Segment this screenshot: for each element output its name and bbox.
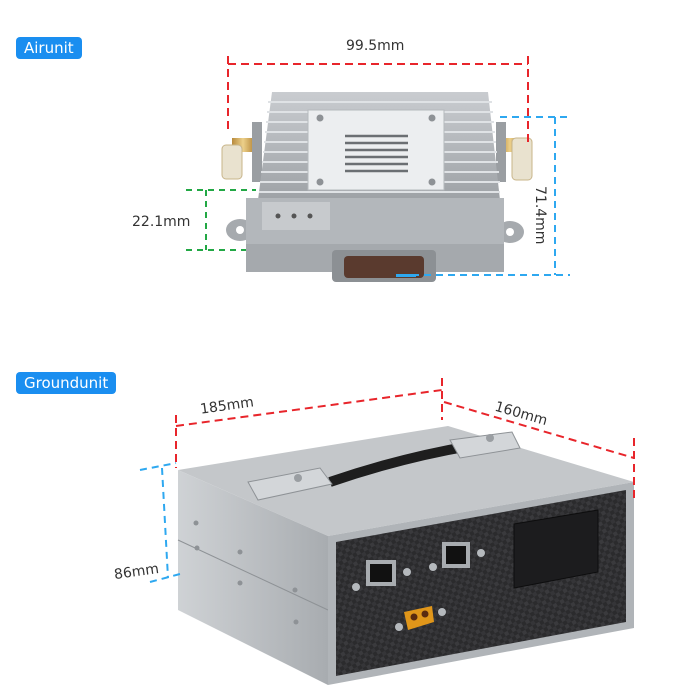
ethernet-port-2 bbox=[429, 542, 485, 571]
antenna-right bbox=[496, 122, 533, 182]
airunit-thickness-label: 22.1mm bbox=[132, 214, 191, 230]
airunit-width-dimension bbox=[227, 56, 529, 145]
airunit-height-label: 71.4mm bbox=[532, 186, 548, 245]
groundunit-badge: Groundunit bbox=[16, 372, 117, 394]
groundunit-height-dimension bbox=[139, 462, 181, 583]
groundunit-device bbox=[177, 426, 634, 685]
airunit-thickness-dimension bbox=[186, 189, 256, 251]
groundunit-depth-dimension bbox=[443, 401, 635, 498]
groundunit-length-dimension bbox=[175, 378, 443, 468]
airunit-device bbox=[221, 92, 533, 282]
airunit-badge: Airunit bbox=[16, 37, 82, 59]
airunit-width-label: 99.5mm bbox=[346, 38, 405, 54]
antenna-left bbox=[221, 122, 262, 182]
ethernet-port-1 bbox=[352, 560, 411, 591]
power-connector bbox=[395, 606, 446, 631]
airunit-height-dimension bbox=[400, 116, 570, 276]
